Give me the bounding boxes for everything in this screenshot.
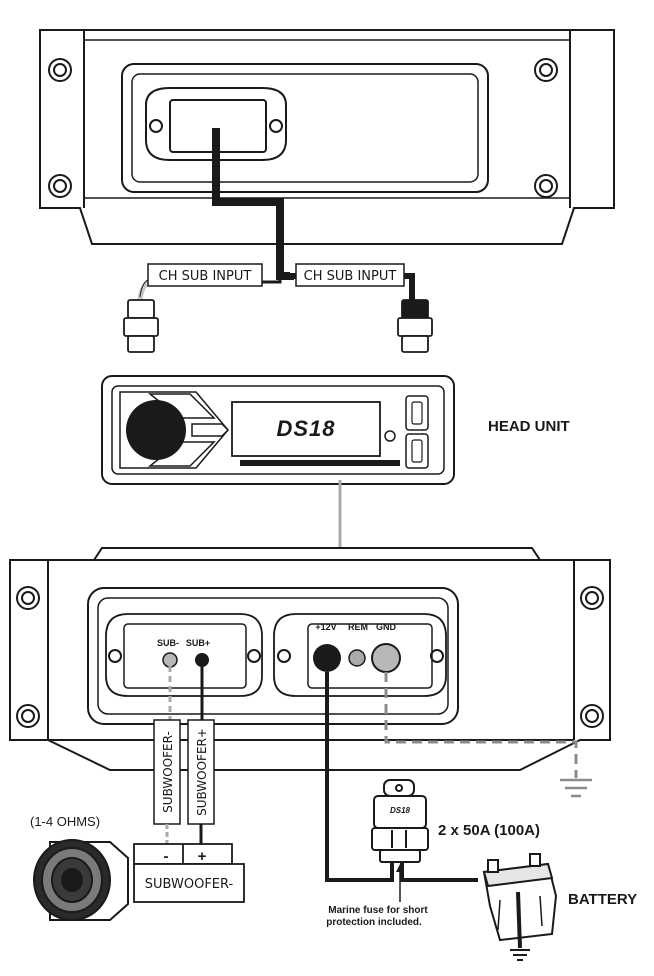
ohms-label: (1-4 OHMS) — [30, 814, 100, 829]
sub-plus-label: SUB+ — [186, 638, 210, 648]
rca-plug-left — [123, 299, 159, 353]
svg-text:CH SUB INPUT: CH SUB INPUT — [159, 269, 252, 284]
battery-ground-symbol-icon — [510, 949, 530, 961]
screw-icon — [534, 174, 558, 198]
subwoofer-speaker-icon — [33, 839, 129, 921]
ground-symbol-icon — [560, 778, 592, 798]
sub-minus-terminal — [162, 652, 178, 668]
screw-icon — [48, 174, 72, 198]
fuse-holder-icon — [371, 779, 429, 863]
sub-input-label-right: CH SUB INPUT — [295, 263, 405, 287]
svg-text:CH SUB INPUT: CH SUB INPUT — [304, 269, 397, 284]
fuse-brand: DS18 — [390, 806, 411, 815]
head-unit-label: HEAD UNIT — [488, 418, 570, 435]
brand-logo: DS18 — [276, 416, 335, 441]
wire-label-sub-minus: SUBWOOFER- — [153, 719, 181, 825]
fuse-note-line1: Marine fuse for short — [328, 905, 428, 916]
fuse-note-line2: protection included. — [326, 917, 422, 928]
fuse-note-arrow — [396, 864, 404, 902]
gnd-label: GND — [376, 622, 397, 632]
subwoofer-terminal-box — [133, 843, 245, 903]
plus12v-terminal — [313, 644, 341, 672]
svg-text:SUBWOOFER-: SUBWOOFER- — [161, 731, 175, 813]
head-unit — [101, 375, 455, 485]
plus12v-label: +12V — [315, 622, 336, 632]
screw-icon — [580, 704, 604, 728]
fuse-rating: 2 x 50A (100A) — [438, 822, 540, 839]
terminal-plus: + — [198, 848, 207, 865]
screw-icon — [534, 58, 558, 82]
sub-plus-terminal — [195, 653, 209, 667]
screw-icon — [48, 58, 72, 82]
svg-text:SUBWOOFER+: SUBWOOFER+ — [195, 728, 209, 816]
speaker-terminal-plate — [105, 613, 263, 697]
battery-ground-wire — [516, 891, 522, 949]
rem-label: REM — [348, 622, 368, 632]
subwoofer-box-label: SUBWOOFER- — [145, 877, 234, 892]
power-wire — [325, 672, 394, 882]
wire-label-sub-plus: SUBWOOFER+ — [187, 719, 215, 825]
gnd-terminal — [371, 643, 401, 673]
sub-minus-label: SUB- — [157, 638, 179, 648]
bottom-amplifier — [9, 547, 611, 771]
input-connector — [145, 87, 287, 161]
battery-label: BATTERY — [568, 891, 637, 908]
top-amplifier — [39, 29, 615, 245]
sub-input-label-left: CH SUB INPUT — [147, 263, 263, 287]
power-terminal-plate — [273, 613, 447, 697]
rem-terminal — [348, 649, 366, 667]
screw-icon — [16, 586, 40, 610]
rca-plug-right — [397, 299, 433, 353]
volume-knob-icon — [126, 400, 186, 460]
terminal-minus: - — [164, 848, 169, 865]
screw-icon — [16, 704, 40, 728]
screw-icon — [580, 586, 604, 610]
ground-wire — [384, 672, 578, 778]
